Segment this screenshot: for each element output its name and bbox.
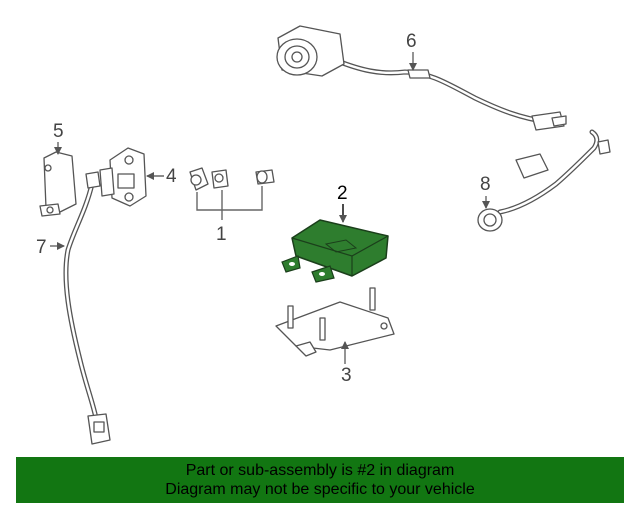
part-4-sensor[interactable] [99, 147, 147, 207]
part-3-mounting-bracket[interactable] [275, 287, 395, 357]
part-6-horn-harness[interactable] [276, 25, 567, 131]
part-1-fasteners[interactable] [189, 167, 275, 191]
leader-1-bracket [196, 186, 263, 211]
part-7-harness[interactable] [63, 171, 111, 445]
callout-7: 7 [36, 237, 47, 258]
parts-diagram: 6 5 4 1 7 [36, 25, 611, 445]
callout-3: 3 [341, 365, 352, 386]
callout-8: 8 [480, 174, 491, 195]
callout-6: 6 [406, 31, 417, 52]
part-2-control-module[interactable] [281, 219, 389, 283]
part-5-bracket[interactable] [39, 151, 77, 217]
callout-4: 4 [166, 166, 177, 187]
callout-2: 2 [337, 183, 348, 204]
banner-line-1: Part or sub-assembly is #2 in diagram [185, 462, 455, 479]
info-banner: Part or sub-assembly is #2 in diagram Di… [16, 457, 624, 503]
banner-line-2: Diagram may not be specific to your vehi… [165, 481, 475, 498]
callout-5: 5 [53, 121, 64, 142]
part-8-sensor-harness[interactable] [477, 129, 611, 232]
callout-1: 1 [216, 224, 227, 245]
